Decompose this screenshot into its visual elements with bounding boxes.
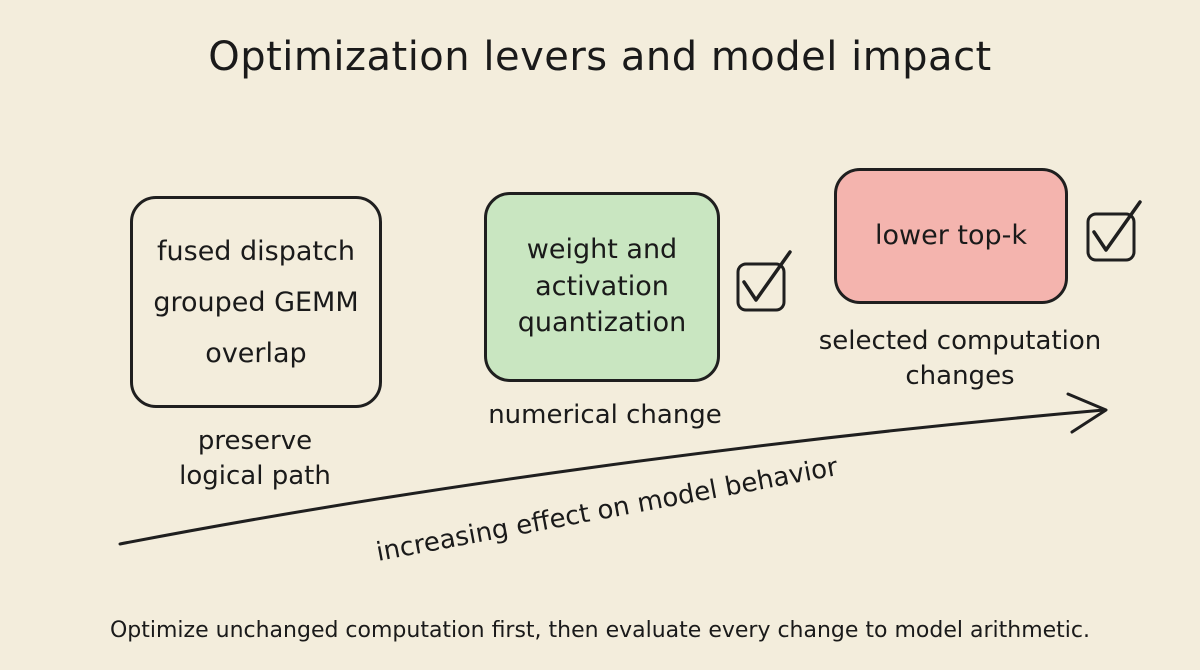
lever-item: fused dispatch bbox=[157, 235, 355, 267]
lever-text-line: quantization bbox=[517, 307, 687, 339]
lever-box-lower-topk: lower top-k bbox=[834, 168, 1068, 304]
caption-line: preserve bbox=[197, 426, 313, 456]
lever-caption-lower-topk: selected computation changes bbox=[790, 324, 1130, 394]
lever-item: grouped GEMM bbox=[153, 286, 359, 318]
lever-box-quantization: weight and activation quantization bbox=[484, 192, 720, 382]
lever-caption-quantization: numerical change bbox=[460, 398, 750, 433]
lever-text-line: lower top-k bbox=[874, 219, 1028, 251]
caption-line: selected computation bbox=[818, 326, 1102, 356]
trend-arrow-line bbox=[118, 408, 1106, 546]
lever-box-preserve-path: fused dispatch grouped GEMM overlap bbox=[130, 196, 382, 408]
caption-line: numerical change bbox=[488, 400, 722, 430]
checkbox-checked-icon bbox=[1086, 200, 1142, 262]
arrow-right-icon bbox=[1066, 392, 1108, 434]
lever-item: overlap bbox=[205, 337, 307, 369]
caption-line: logical path bbox=[179, 461, 331, 492]
diagram-title: Optimization levers and model impact bbox=[208, 34, 992, 80]
footer-note: Optimize unchanged computation first, th… bbox=[109, 618, 1090, 643]
lever-caption-preserve-path: preserve logical path bbox=[110, 424, 400, 494]
caption-line: changes bbox=[905, 361, 1015, 392]
lever-text-line: activation bbox=[535, 270, 669, 302]
lever-text-line: weight and bbox=[526, 234, 678, 266]
checkbox-checked-icon bbox=[736, 250, 792, 312]
